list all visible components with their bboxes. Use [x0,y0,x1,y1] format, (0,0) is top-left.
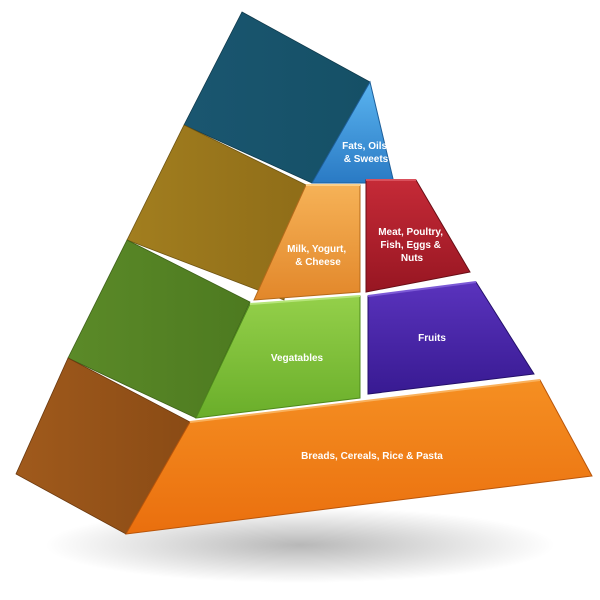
fruits-label: Fruits [418,333,446,344]
fruits-bevel [367,281,477,297]
fats-label: Fats, Oils & Sweets [342,141,390,165]
breads-label: Breads, Cereals, Rice & Pasta [301,451,443,462]
fats-front-face [311,80,395,184]
breads-bevel [189,379,541,423]
vegetables-label: Vegatables [271,353,324,364]
vegetables-bevel [249,295,361,305]
meat-label: Meat, Poultry, Fish, Eggs & Nuts [378,227,446,264]
milk-label: Milk, Yogurt, & Cheese [287,244,349,268]
milk-side-face [126,124,307,301]
fruits-front-face [367,281,535,395]
